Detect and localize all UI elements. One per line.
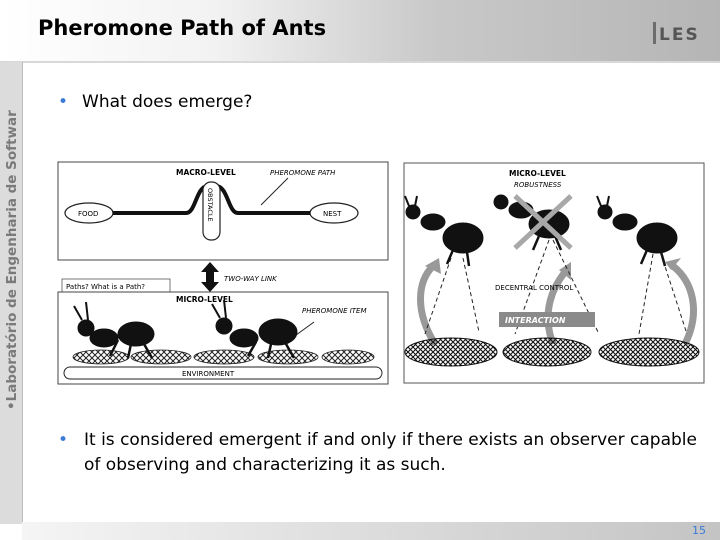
- cross-mark: [513, 194, 573, 250]
- interaction-box: [499, 312, 595, 327]
- ant-left: [73, 301, 155, 359]
- decentral-control-diagram: MICRO-LEVEL ROBUSTNESS DECENTR: [403, 162, 705, 384]
- sidebar-lab-label: Laboratório de Engenharia de Softwar: [4, 110, 20, 402]
- food-label: FOOD: [78, 210, 98, 218]
- callout-text: Paths? What is a Path?: [66, 283, 145, 291]
- environment-bar: [63, 366, 383, 380]
- pheromone-item-label: PHEROMONE ITEM: [302, 307, 367, 315]
- obstacle-label: OBSTACLE: [206, 188, 214, 222]
- pheromone-trail: [72, 349, 375, 365]
- decentral-label: DECENTRAL CONTROL: [495, 284, 573, 292]
- bullet-question-text: What does emerge?: [82, 92, 253, 112]
- influence-lines: [424, 239, 688, 335]
- micro-level-label: MICRO-LEVEL: [176, 295, 233, 304]
- slide-footer: 15: [22, 522, 720, 540]
- ant-top-left: [404, 195, 484, 267]
- page-number: 15: [692, 524, 706, 537]
- arrow-head-middle: [559, 262, 571, 280]
- bullet-dot: •: [58, 92, 69, 112]
- path-pointer: [260, 177, 289, 206]
- arrow-head-left: [425, 258, 441, 274]
- header-divider: [0, 61, 720, 63]
- macro-micro-diagram: MACRO-LEVEL PHEROMONE PATH FOOD NEST OBS…: [57, 161, 389, 385]
- slide-header: [0, 0, 720, 62]
- ant-top-right: [596, 195, 678, 267]
- ant-right: [211, 299, 298, 359]
- arrow-head-right: [665, 258, 681, 270]
- bullet-definition-text: It is considered emergent if and only if…: [84, 430, 697, 475]
- environment-label: ENVIRONMENT: [182, 370, 235, 378]
- macro-level-label: MACRO-LEVEL: [176, 168, 236, 177]
- sidebar-dot: •: [4, 401, 20, 410]
- two-way-link-label: TWO-WAY LINK: [224, 275, 278, 283]
- right-micro-level-label: MICRO-LEVEL: [509, 169, 566, 178]
- interaction-label: INTERACTION: [505, 316, 566, 325]
- two-way-link-arrow: [201, 262, 219, 292]
- sidebar-lab-name: •Laboratório de Engenharia de Softwar: [4, 110, 20, 410]
- robustness-label: ROBUSTNESS: [514, 181, 562, 189]
- slide-title: Pheromone Path of Ants: [38, 16, 327, 40]
- logo-text: LES: [659, 25, 700, 45]
- bullet-question: • What does emerge?: [58, 92, 252, 112]
- sidebar-strip: [0, 62, 23, 524]
- bullet-definition: • It is considered emergent if and only i…: [58, 428, 698, 478]
- interaction-arrows: [417, 263, 697, 346]
- bullet-dot: •: [58, 430, 69, 450]
- nest-label: NEST: [323, 210, 342, 218]
- pheromone-ovals: [404, 337, 700, 367]
- pheromone-path-label: PHEROMONE PATH: [270, 169, 336, 177]
- les-logo: LES: [653, 22, 700, 45]
- obstacle-shape: [202, 181, 221, 241]
